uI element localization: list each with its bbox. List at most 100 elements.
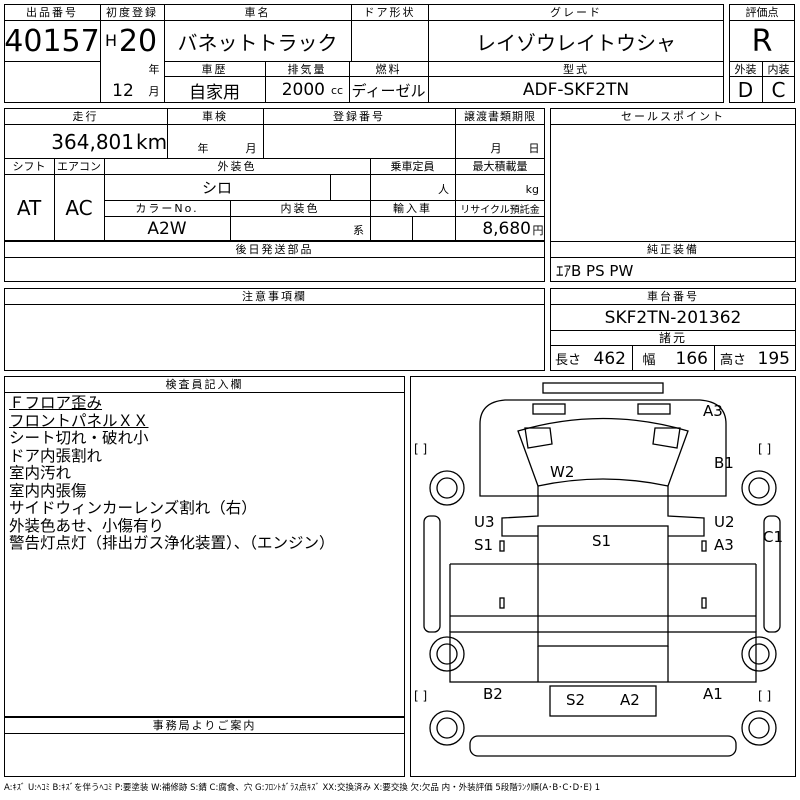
displacement-unit: cc xyxy=(330,83,344,97)
door-label: ドア形状 xyxy=(363,6,416,19)
car-name-label: 車名 xyxy=(244,6,271,19)
damage-mark: U3 xyxy=(474,513,495,531)
damage-mark: A3 xyxy=(703,402,723,420)
sales-point-label: セールスポイント xyxy=(621,110,725,123)
bracket: [ ] xyxy=(414,689,428,703)
note-line: ドア内張割れ xyxy=(9,446,103,465)
left-door-outline xyxy=(501,486,539,537)
capacity-unit: 人 xyxy=(438,183,449,196)
caution-text xyxy=(4,305,545,371)
office-box xyxy=(4,717,405,777)
damage-mark: A3 xyxy=(714,536,734,554)
shift-label: シフト xyxy=(12,160,46,173)
body-top xyxy=(537,525,669,647)
wheel-front-right xyxy=(741,470,777,506)
reg-no-value xyxy=(263,125,455,158)
bumper-outline xyxy=(469,735,737,757)
inspection-label: 車検 xyxy=(202,110,228,123)
score-value: R xyxy=(751,23,773,59)
parts-value xyxy=(4,258,545,282)
exterior-label: 外装 xyxy=(734,62,757,76)
note-line: シート切れ・破れ小 xyxy=(9,429,149,447)
bracket: [ ] xyxy=(758,689,772,703)
rear-section xyxy=(449,631,757,683)
lot-number: 40157 xyxy=(4,23,100,59)
right-door-outline xyxy=(667,486,705,537)
displacement-label: 排気量 xyxy=(287,62,327,76)
damage-mark: C1 xyxy=(763,528,784,546)
damage-mark: S1 xyxy=(474,536,494,554)
mileage-value: 364,801 xyxy=(51,129,134,154)
car-name: バネットトラック xyxy=(177,30,338,55)
note-line: Ｆフロア歪み xyxy=(9,394,103,412)
damage-mark: B1 xyxy=(714,454,734,472)
legend: A:ｷｽﾞ U:ﾍｺﾐ B:ｷｽﾞを伴うﾍｺﾐ P:要塗装 W:補修跡 S:錆 … xyxy=(4,783,601,793)
fuel-value: ディーゼル xyxy=(351,81,426,100)
damage-mark: A1 xyxy=(703,685,723,703)
parts-label: 後日発送部品 xyxy=(235,243,314,256)
caution-box xyxy=(4,288,545,371)
rear-bumper-outline xyxy=(549,685,657,717)
office-text xyxy=(4,734,405,777)
note-line: 外装色あせ、小傷有り xyxy=(9,516,165,535)
reg-no-label: 登録番号 xyxy=(333,110,385,123)
inspector-notes: Ｆフロア歪み フロントパネルＸＸ シート切れ・破れ小 ドア内張割れ 室内汚れ 室… xyxy=(9,394,403,553)
damage-mark: U2 xyxy=(714,513,735,531)
sales-point-text xyxy=(550,125,796,241)
windshield-outline xyxy=(517,417,689,487)
length-value: 462 xyxy=(593,348,626,369)
color-no-label: カラーNo. xyxy=(135,202,199,215)
truck-diagram xyxy=(423,382,781,757)
displacement-value: 2000 xyxy=(281,80,325,100)
recycle-unit: 円 xyxy=(532,224,544,237)
inspection-month-unit: 月 xyxy=(245,142,257,155)
roof-outline xyxy=(542,382,664,394)
interior-color-label: 内装色 xyxy=(280,202,320,215)
first-reg-month: 12 xyxy=(112,80,134,101)
note-line: 警告灯点灯（排出ガス浄化装置）、（エンジン） xyxy=(9,534,335,552)
score-label: 評価点 xyxy=(745,6,779,19)
capacity-label: 乗車定員 xyxy=(390,160,435,173)
fuel-label: 燃料 xyxy=(375,62,402,76)
transfer-month-unit: 月 xyxy=(490,142,502,155)
vehicle-diagram-box xyxy=(410,376,796,777)
model-value: ADF-SKF2TN xyxy=(522,80,630,100)
recycle-label: リサイクル預託金 xyxy=(460,204,540,216)
exterior-grade: D xyxy=(737,78,754,102)
header-table xyxy=(4,4,724,103)
interior-label: 内装 xyxy=(767,62,790,76)
color-value: シロ xyxy=(201,179,232,197)
front-outline xyxy=(479,399,727,497)
dims-label: 諸元 xyxy=(658,331,687,345)
chassis-number: SKF2TN-201362 xyxy=(604,307,742,328)
interior-color-unit: 系 xyxy=(353,224,364,237)
recycle-value: 8,680 xyxy=(482,219,531,239)
note-line: フロントパネルＸＸ xyxy=(9,411,149,430)
inspector-box xyxy=(4,376,405,717)
grade-label: グレード xyxy=(550,6,602,19)
first-reg-year: 20 xyxy=(118,23,158,59)
width-label: 幅 xyxy=(642,352,656,368)
inspection-year-unit: 年 xyxy=(197,142,209,155)
era: H xyxy=(104,30,118,50)
wheel-rear-right xyxy=(741,636,777,672)
damage-mark: S2 xyxy=(566,691,586,709)
wheel-front-left xyxy=(429,470,465,506)
wheel-spare-right xyxy=(741,710,777,746)
month-unit: 月 xyxy=(148,85,160,98)
bracket: [ ] xyxy=(758,442,772,456)
lot-label: 出品番号 xyxy=(26,6,78,19)
office-label: 事務局よりご案内 xyxy=(152,719,257,732)
note-line: サイドウィンカーレンズ割れ（右） xyxy=(9,499,257,517)
wheel-spare-left xyxy=(429,710,465,746)
import-label: 輸入車 xyxy=(393,202,432,215)
inspector-label: 検査員記入欄 xyxy=(165,378,244,391)
ac-label: エアコン xyxy=(57,160,101,173)
load-unit: kg xyxy=(525,182,539,196)
parts-box xyxy=(4,241,545,282)
chassis-label: 車台番号 xyxy=(647,290,699,303)
model-label: 型式 xyxy=(563,62,589,76)
note-line: 室内内張傷 xyxy=(9,481,87,500)
wheel-rear-left xyxy=(429,636,465,672)
history-label: 車歴 xyxy=(201,62,228,76)
